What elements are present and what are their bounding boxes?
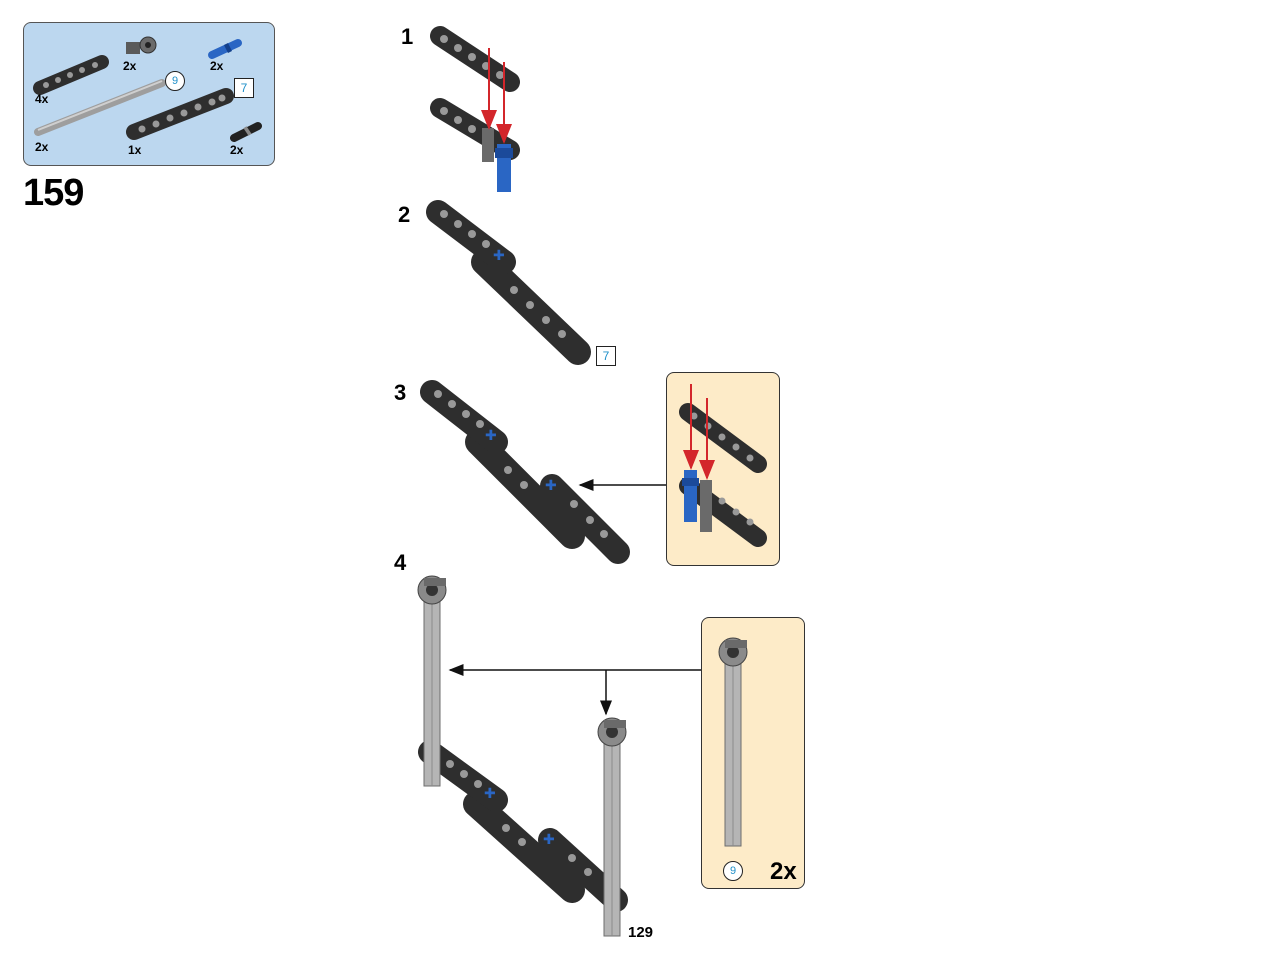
parts-qty-beam-5: 4x — [35, 92, 49, 106]
parts-qty-black-pin: 2x — [230, 143, 244, 157]
svg-text:✚: ✚ — [484, 786, 496, 802]
axle-connector-part — [126, 36, 157, 54]
step-3-subassembly-box — [666, 372, 780, 566]
parts-qty-axle-long: 2x — [35, 140, 49, 154]
step-4-number: 4 — [394, 550, 407, 575]
step-2-beam-length-badge: 7 — [596, 346, 616, 366]
black-pin-part — [230, 122, 262, 142]
axle-length-badge: 9 — [165, 71, 185, 91]
page-number: 129 — [628, 924, 654, 941]
parts-qty-beam-7: 1x — [128, 143, 142, 157]
axle-long-part — [34, 79, 166, 136]
step-3-number: 3 — [394, 380, 407, 405]
beam-7-part — [126, 88, 234, 140]
beam-length-badge: 7 — [234, 78, 254, 98]
parts-qty-axle-connector: 2x — [123, 59, 137, 73]
step-4-illustration: ✚ ✚ — [417, 575, 702, 937]
beam-5-part — [33, 55, 109, 95]
step-3-illustration: ✚ ✚ — [420, 380, 666, 564]
svg-text:✚: ✚ — [543, 832, 555, 848]
step-2-number: 2 — [398, 202, 411, 227]
step-1-illustration — [430, 26, 520, 192]
page-step-number: 159 — [23, 172, 84, 214]
parts-qty-blue-pin: 2x — [210, 59, 224, 73]
step-1-number: 1 — [401, 24, 414, 49]
svg-text:✚: ✚ — [545, 478, 557, 494]
svg-text:✚: ✚ — [493, 248, 505, 264]
step-4-subassembly-box — [701, 617, 805, 889]
step-2-illustration: ✚ — [426, 200, 591, 365]
sub-axle-length-badge: 9 — [723, 861, 743, 881]
svg-text:✚: ✚ — [485, 428, 497, 444]
blue-axle-pin-part — [208, 39, 242, 59]
sub-qty-label: 2x — [770, 858, 797, 885]
